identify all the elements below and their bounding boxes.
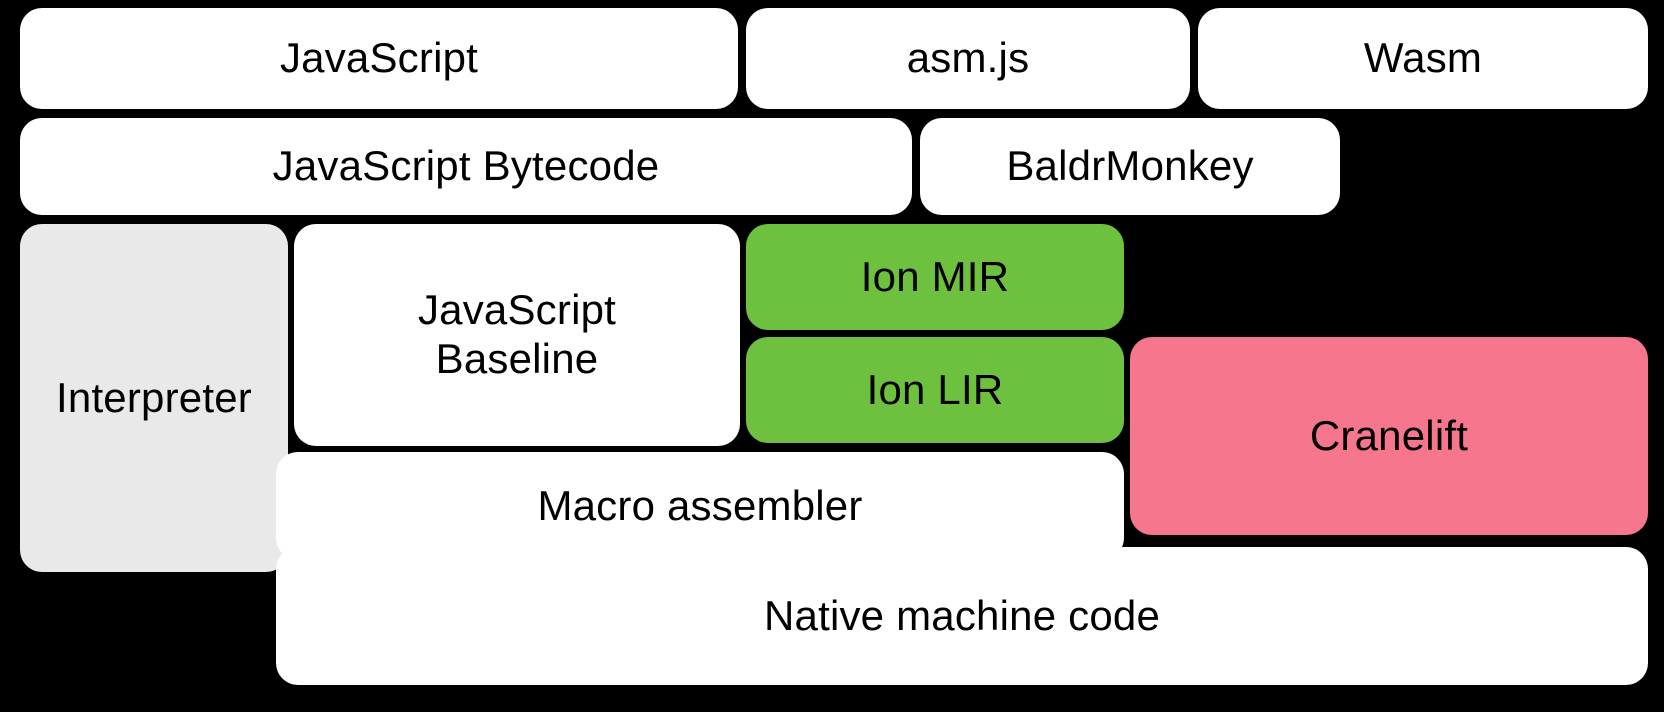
node-asmjs[interactable]: asm.js — [746, 8, 1190, 109]
node-javascript[interactable]: JavaScript — [20, 8, 738, 109]
node-baldrmonkey[interactable]: BaldrMonkey — [920, 118, 1340, 215]
node-javascript-baseline[interactable]: JavaScript Baseline — [294, 224, 740, 446]
node-ion-mir[interactable]: Ion MIR — [746, 224, 1124, 330]
node-ion-lir[interactable]: Ion LIR — [746, 337, 1124, 443]
node-javascript-bytecode[interactable]: JavaScript Bytecode — [20, 118, 912, 215]
node-wasm[interactable]: Wasm — [1198, 8, 1648, 109]
node-macro-assembler[interactable]: Macro assembler — [276, 452, 1124, 560]
node-interpreter[interactable]: Interpreter — [20, 224, 288, 572]
node-cranelift[interactable]: Cranelift — [1130, 337, 1648, 535]
node-native-machine-code[interactable]: Native machine code — [276, 547, 1648, 685]
